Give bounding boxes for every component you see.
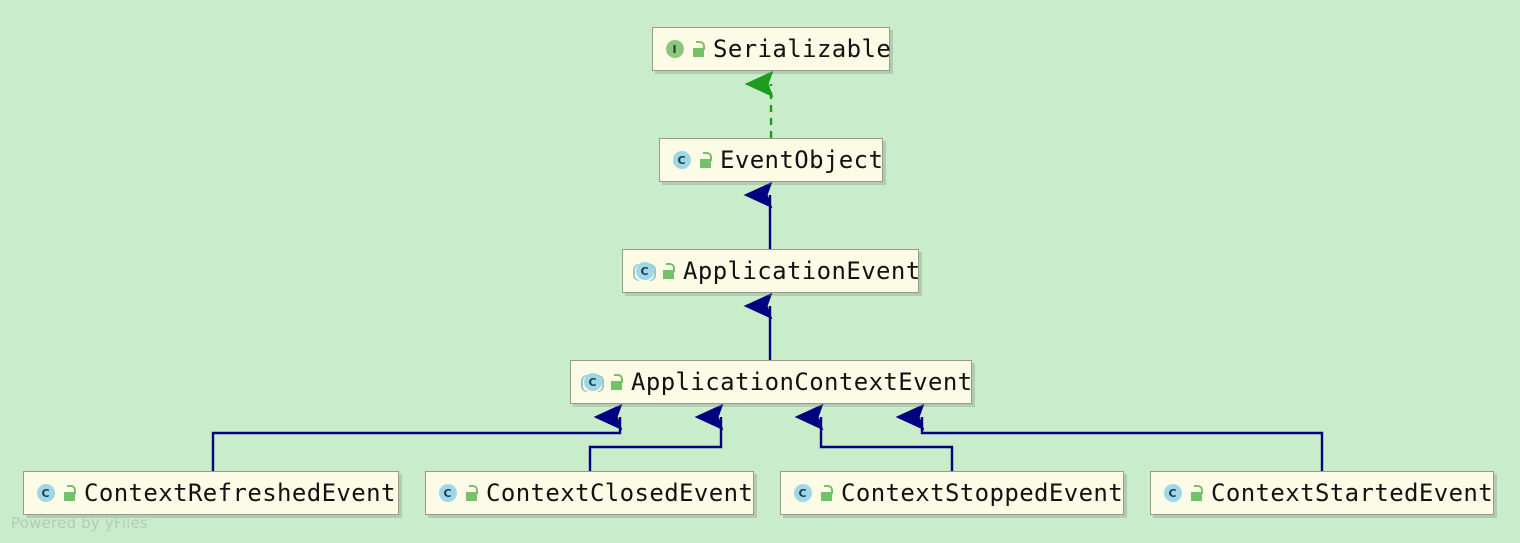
public-unlocked-icon bbox=[610, 374, 624, 390]
public-unlocked-icon bbox=[465, 485, 479, 501]
interface-icon: I bbox=[664, 39, 685, 60]
node-context-started-event[interactable]: C ContextStartedEvent bbox=[1150, 471, 1494, 515]
class-icon: C bbox=[35, 483, 56, 504]
public-unlocked-icon bbox=[662, 263, 676, 279]
public-unlocked-icon bbox=[820, 485, 834, 501]
class-icon: C bbox=[792, 483, 813, 504]
edge-context-stopped-event-to-parent bbox=[794, 403, 954, 471]
node-application-context-event[interactable]: C ApplicationContextEvent bbox=[570, 360, 972, 404]
node-context-closed-event[interactable]: C ContextClosedEvent bbox=[425, 471, 754, 515]
node-label: ContextClosedEvent bbox=[486, 479, 754, 507]
abstract-class-icon: C bbox=[633, 261, 656, 282]
node-label: ContextRefreshedEvent bbox=[84, 479, 396, 507]
edge-context-closed-event-to-parent bbox=[588, 403, 724, 471]
node-context-refreshed-event[interactable]: C ContextRefreshedEvent bbox=[23, 471, 399, 515]
public-unlocked-icon bbox=[699, 152, 713, 168]
abstract-class-icon: C bbox=[581, 372, 604, 393]
node-label: ApplicationContextEvent bbox=[631, 368, 973, 396]
class-icon: C bbox=[437, 483, 458, 504]
class-icon: C bbox=[671, 150, 692, 171]
node-context-stopped-event[interactable]: C ContextStoppedEvent bbox=[780, 471, 1124, 515]
public-unlocked-icon bbox=[692, 41, 706, 57]
edge-context-refreshed-event-to-parent bbox=[211, 403, 623, 471]
class-icon: C bbox=[1162, 483, 1183, 504]
node-label: ApplicationEvent bbox=[683, 257, 921, 285]
node-application-event[interactable]: C ApplicationEvent bbox=[622, 249, 921, 293]
node-label: ContextStoppedEvent bbox=[841, 479, 1124, 507]
watermark: Powered by yFiles bbox=[11, 514, 148, 532]
public-unlocked-icon bbox=[63, 485, 77, 501]
node-label: Serializable bbox=[713, 35, 892, 63]
edge-context-started-event-to-parent bbox=[895, 403, 1324, 471]
node-serializable[interactable]: I Serializable bbox=[652, 27, 892, 71]
node-event-object[interactable]: C EventObject bbox=[659, 138, 883, 182]
node-label: EventObject bbox=[720, 146, 884, 174]
public-unlocked-icon bbox=[1190, 485, 1204, 501]
node-label: ContextStartedEvent bbox=[1211, 479, 1494, 507]
